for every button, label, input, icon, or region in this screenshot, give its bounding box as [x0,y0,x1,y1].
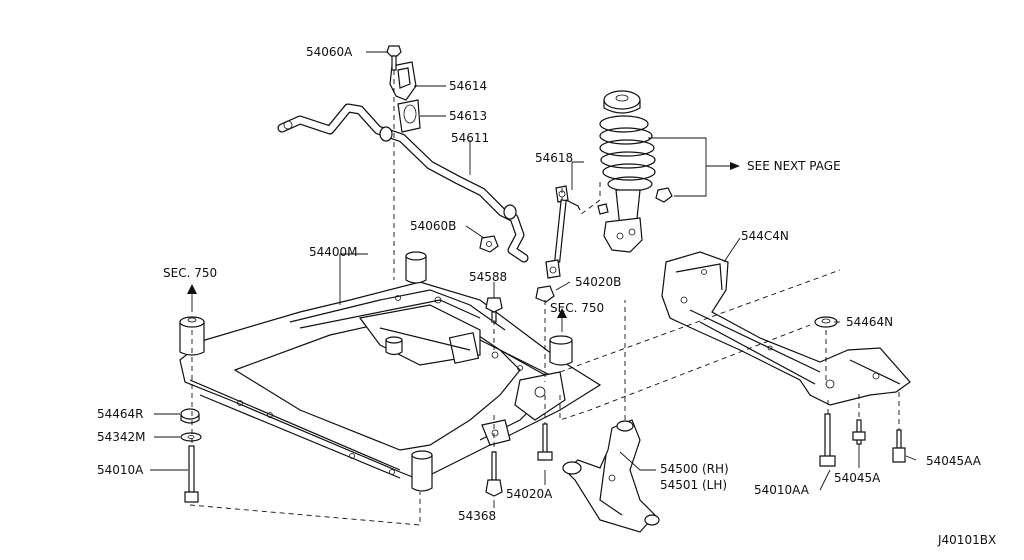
washer-54464n [814,316,838,328]
label-sec-750-right: SEC. 750 [550,301,605,315]
strut-assembly [597,90,673,253]
label-54060b: 54060B [410,219,457,233]
diagram-code: J40101BX [938,533,997,547]
label-54060a: 54060A [306,45,353,59]
label-54464r: 54464R [97,407,144,421]
bolt-54045a [852,419,866,445]
label-54464n: 54464N [846,315,894,329]
washer-54342m [180,432,202,442]
lower-control-arm [562,419,660,533]
sec-750-arrow-left [187,284,197,312]
washer-54464r [180,408,200,424]
label-54045a: 54045A [834,471,881,485]
front-subframe [179,251,602,492]
label-54020a: 54020A [506,487,553,501]
label-544c4n: 544C4N [741,229,789,243]
bolt-54045aa [892,429,906,463]
sec-750-arrow-right [557,308,567,332]
bolt-54020a [537,423,553,461]
label-54010aa: 54010AA [754,483,809,497]
label-54618: 54618 [535,151,574,165]
label-see-next-page: SEE NEXT PAGE [747,159,841,173]
label-54614: 54614 [449,79,488,93]
label-54400m: 54400M [309,245,358,259]
label-54588: 54588 [469,270,508,284]
label-54500-rh: 54500 (RH) [660,462,729,476]
leader-lines [150,51,917,508]
nut-54020b [535,285,555,303]
label-54368: 54368 [458,509,497,523]
bolt-54010aa [819,413,836,467]
stabilizer-bushing [386,45,421,133]
label-sec-750-left: SEC. 750 [163,266,218,280]
stabilizer-link [545,185,581,279]
label-54045aa: 54045AA [926,454,981,468]
rear-member [661,251,911,406]
alignment-lines [189,70,900,526]
bolt-54010a [184,445,199,503]
see-next-page-pointer [648,137,740,197]
label-54501-lh: 54501 (LH) [660,478,728,492]
stabilizer-bar [277,103,529,263]
label-54020b: 54020B [575,275,622,289]
label-54342m: 54342M [97,430,146,444]
nut-54060b [479,235,499,253]
label-54611: 54611 [451,131,490,145]
label-54613: 54613 [449,109,488,123]
bolt-54368 [485,451,503,497]
label-54010a: 54010A [97,463,144,477]
